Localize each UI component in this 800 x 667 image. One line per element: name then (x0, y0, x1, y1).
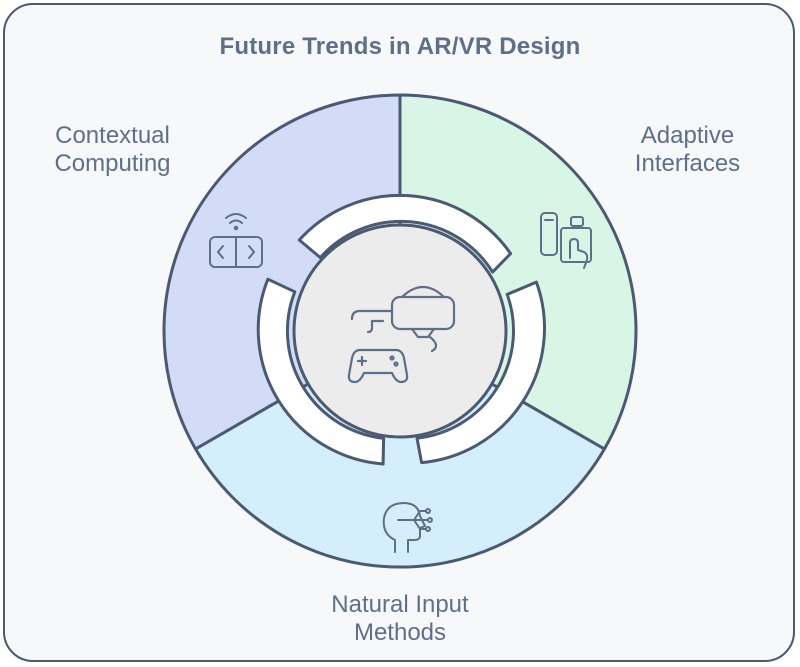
label-adaptive-interfaces: Adaptive Interfaces (610, 122, 765, 178)
label-line: Computing (54, 150, 171, 177)
ring-arc-right (415, 280, 546, 465)
label-natural-input-methods: Natural Input Methods (300, 591, 500, 647)
ring-arc-top (297, 193, 513, 274)
diagram-title: Future Trends in AR/VR Design (219, 33, 581, 60)
center-hub (292, 223, 508, 439)
responsive-devices-icon (540, 212, 592, 269)
vr-headset-controller-icon (347, 285, 456, 384)
label-line: Contextual (55, 122, 170, 149)
context-aware-device-icon (209, 213, 263, 268)
label-line: Methods (353, 619, 447, 646)
label-line: Adaptive (640, 122, 735, 149)
label-line: Natural Input (331, 591, 469, 618)
brain-interface-icon (382, 502, 433, 553)
label-line: Interfaces (634, 150, 741, 177)
label-contextual-computing: Contextual Computing (30, 122, 195, 178)
segment-natural[interactable] (194, 329, 606, 569)
ring-arc-left (256, 277, 386, 466)
